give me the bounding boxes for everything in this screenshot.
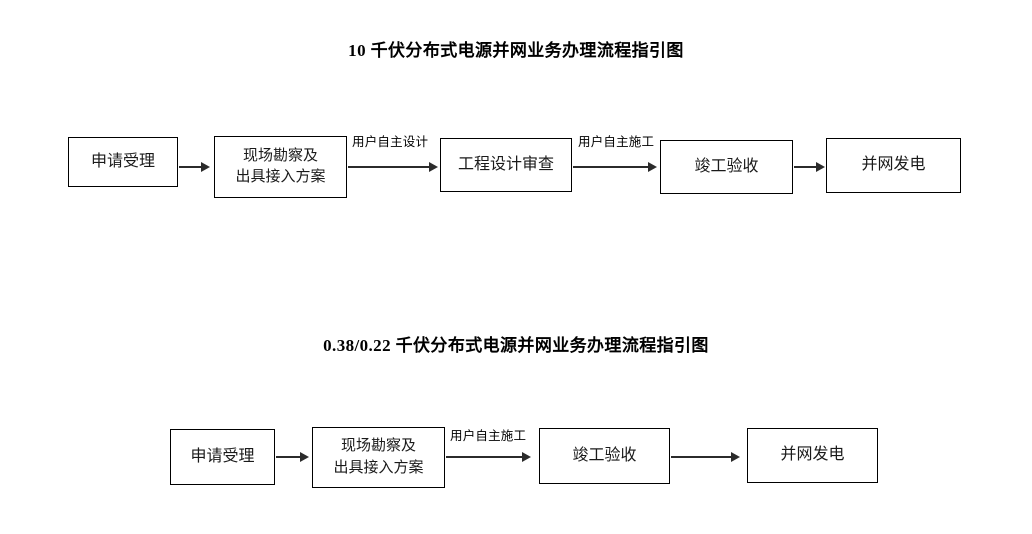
flow-node-label: 申请受理 <box>90 152 155 170</box>
flow-node-label: 竣工验收 <box>694 157 759 175</box>
connector-line-4 <box>794 166 818 168</box>
flow-node-grid-connected-generation-2[interactable]: 并网发电 <box>747 428 878 483</box>
flow-node-label: 并网发电 <box>861 156 926 174</box>
arrow-head-icon-2 <box>429 162 438 172</box>
arrow-head-icon-4 <box>816 162 825 172</box>
flow-node-grid-connected-generation[interactable]: 并网发电 <box>826 138 961 193</box>
connector-line-7 <box>671 456 733 458</box>
flow-node-label: 申请受理 <box>190 447 255 465</box>
flow-node-label: 工程设计审查 <box>457 155 554 173</box>
edge-label-user-self-design: 用户自主设计 <box>352 135 429 149</box>
arrow-head-icon-6 <box>522 452 531 462</box>
arrow-head-icon-7 <box>731 452 740 462</box>
edge-label-user-self-construction-2: 用户自主施工 <box>450 429 527 443</box>
flow-node-label: 竣工验收 <box>572 446 637 464</box>
flow-node-site-survey-2[interactable]: 现场勘察及 出具接入方案 <box>312 427 445 488</box>
flow-node-design-review[interactable]: 工程设计审查 <box>440 138 572 192</box>
connector-line-6 <box>446 456 525 458</box>
flow-node-label-line2: 出具接入方案 <box>235 169 326 185</box>
connector-line-1 <box>179 166 203 168</box>
flow-node-completion-acceptance-2[interactable]: 竣工验收 <box>539 428 670 484</box>
flow-node-site-survey[interactable]: 现场勘察及 出具接入方案 <box>214 136 347 198</box>
arrow-head-icon-5 <box>300 452 309 462</box>
flowchart-title-038kv: 0.38/0.22 千伏分布式电源并网业务办理流程指引图 <box>323 336 709 355</box>
flow-node-label-line1: 现场勘察及 <box>242 147 318 164</box>
arrow-head-icon-1 <box>201 162 210 172</box>
flow-node-label: 并网发电 <box>780 446 845 464</box>
flowchart-title-10kv: 10 千伏分布式电源并网业务办理流程指引图 <box>348 41 684 60</box>
flow-node-apply-acceptance-2[interactable]: 申请受理 <box>170 429 275 485</box>
flow-node-label-line1: 现场勘察及 <box>340 438 416 455</box>
connector-line-5 <box>276 456 302 458</box>
flow-node-completion-acceptance[interactable]: 竣工验收 <box>660 140 793 194</box>
connector-line-3 <box>573 166 650 168</box>
arrow-head-icon-3 <box>648 162 657 172</box>
flow-node-apply-acceptance[interactable]: 申请受理 <box>68 137 178 187</box>
flow-node-label-line2: 出具接入方案 <box>333 459 424 476</box>
edge-label-user-self-construction-1: 用户自主施工 <box>578 135 655 149</box>
connector-line-2 <box>348 166 432 168</box>
